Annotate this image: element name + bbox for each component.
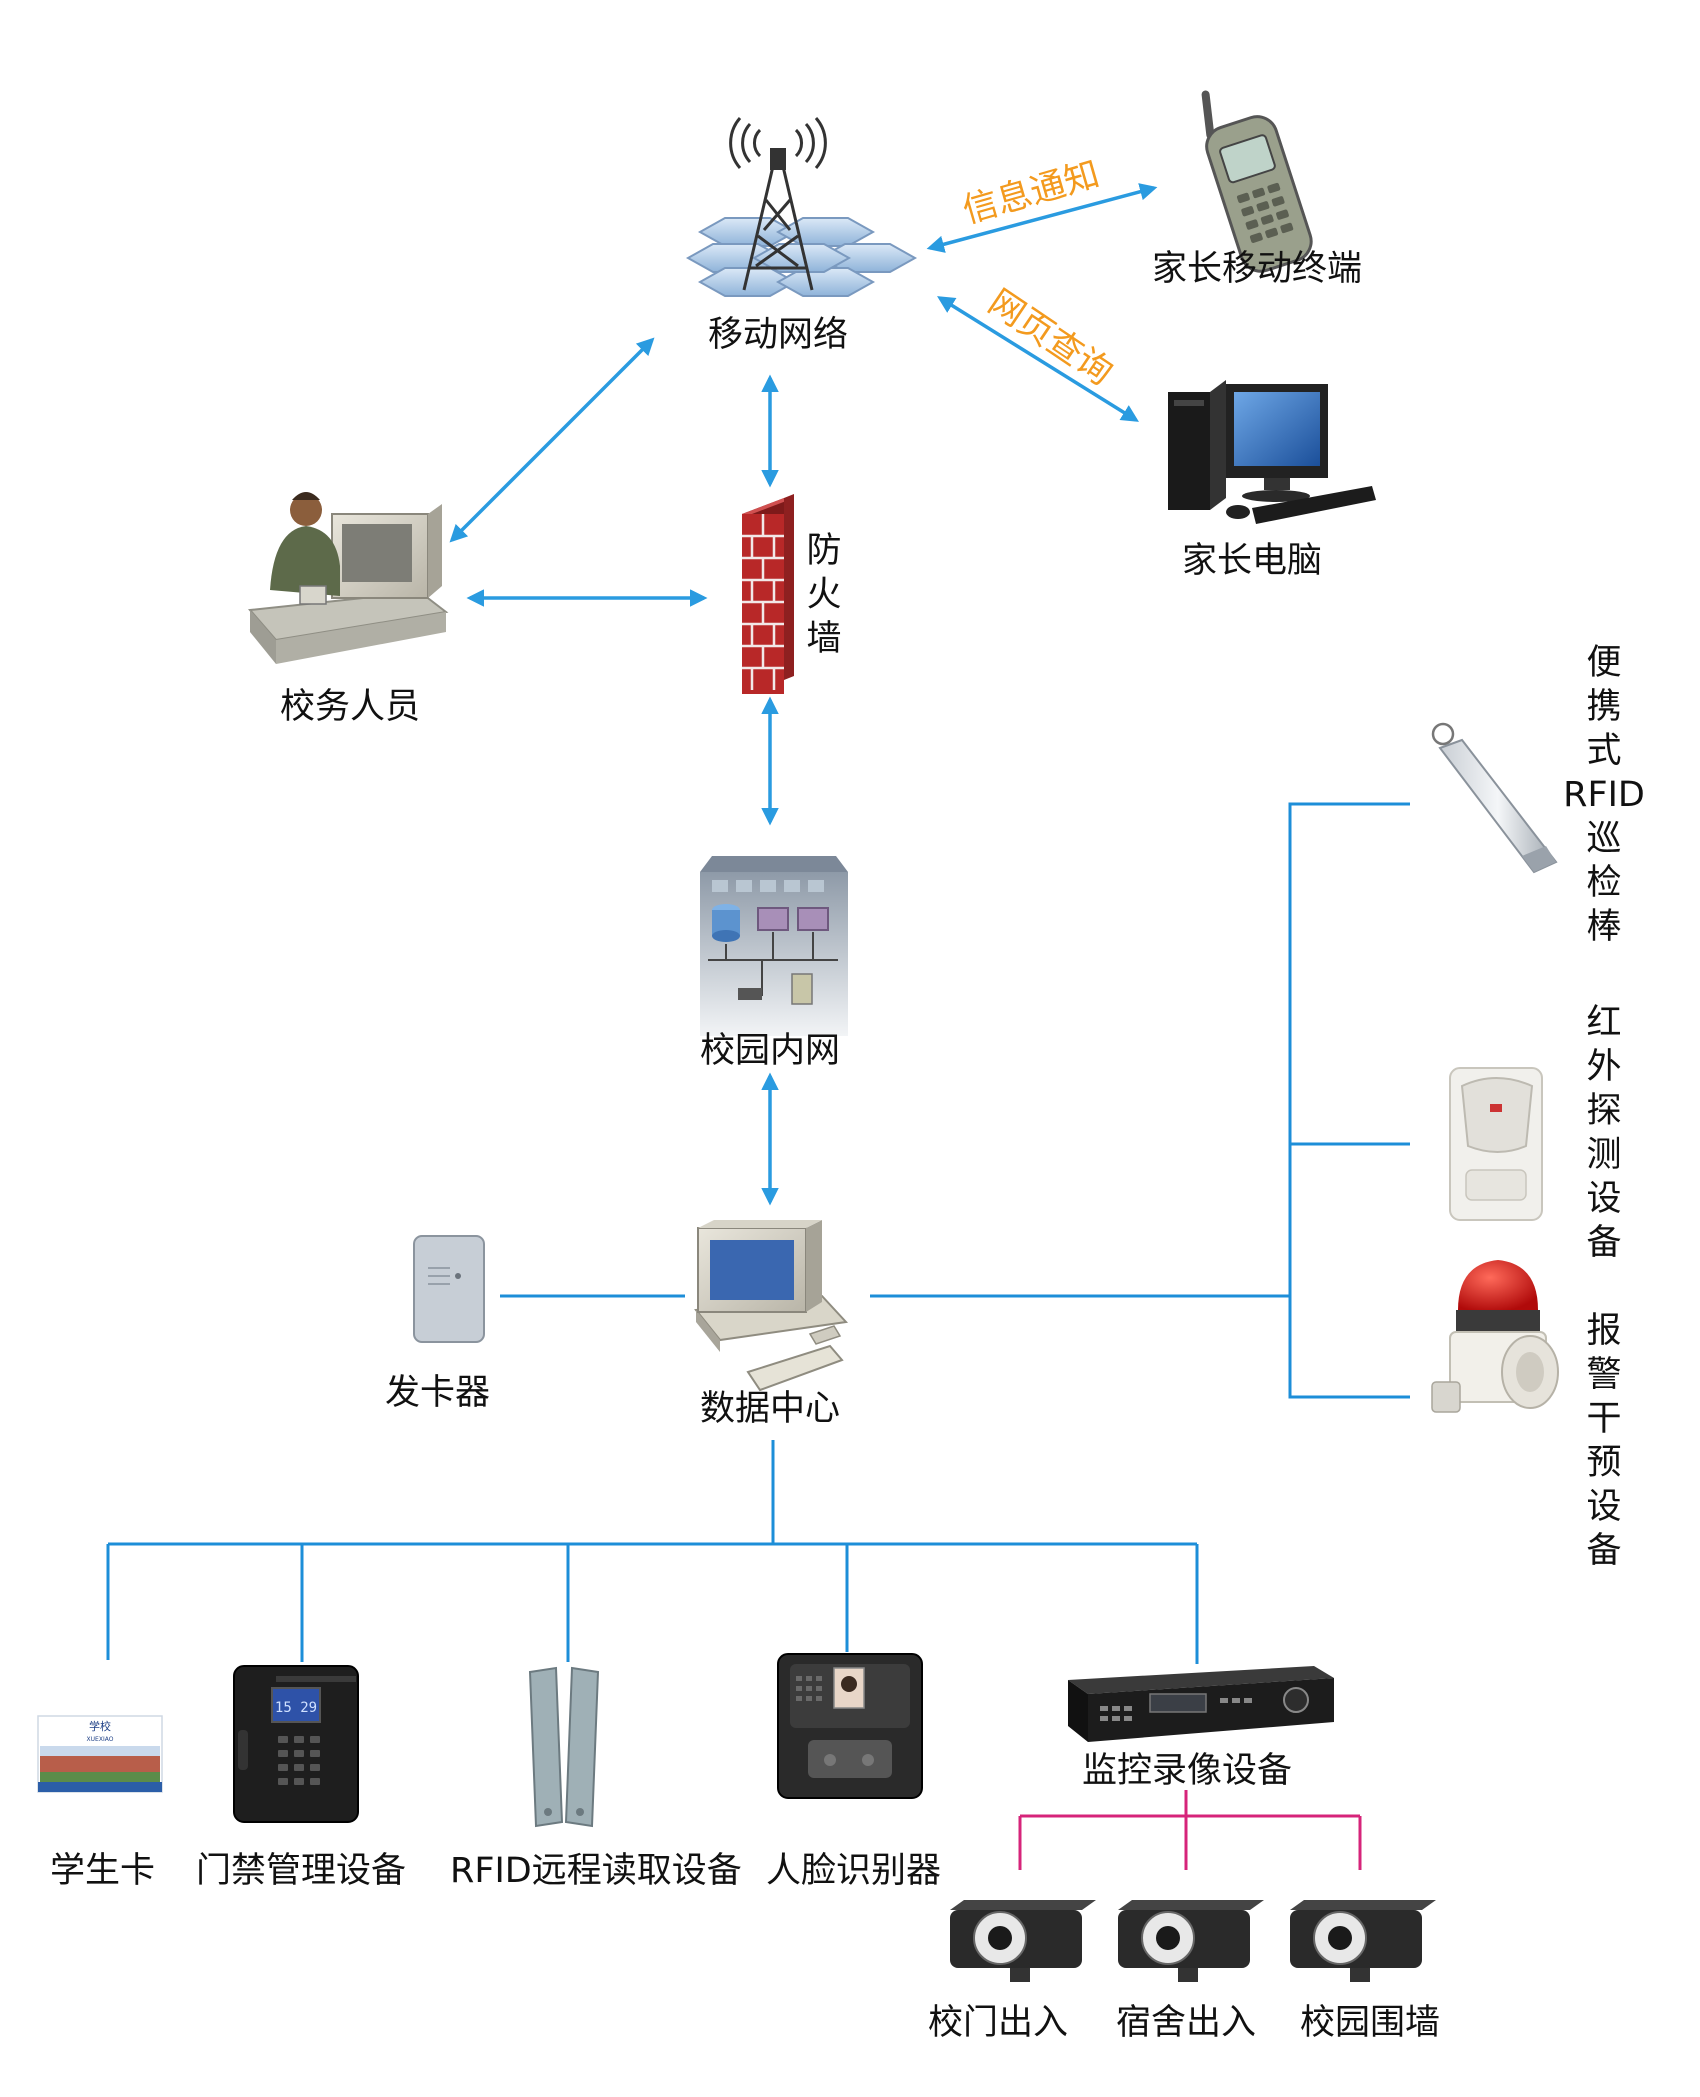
security-camera-icon-wall: [1290, 1900, 1436, 1982]
label-alarm-3: 干: [1586, 1399, 1621, 1439]
label-firewall-char-2: 火: [806, 575, 841, 615]
arrow-network-pc: [937, 296, 1139, 422]
label-infrared-1: 红: [1586, 1003, 1621, 1043]
label-infrared-4: 测: [1586, 1135, 1621, 1175]
label-alarm-6: 备: [1586, 1531, 1621, 1571]
label-firewall-char-1: 防: [806, 531, 841, 571]
security-camera-icon-dorm: [1118, 1900, 1264, 1982]
label-camera-gate: 校门出入: [928, 2003, 1068, 2043]
label-alarm-1: 报: [1586, 1311, 1621, 1351]
label-face-recognition: 人脸识别器: [766, 1851, 941, 1891]
alarm-siren-icon: [1431, 1260, 1559, 1413]
arrow-network-mobile: [926, 183, 1158, 253]
video-recorder-icon: [1068, 1666, 1334, 1742]
arrows: [449, 183, 1158, 1206]
rfid-patrol-stick-icon: [1431, 722, 1558, 874]
label-video-recorder: 监控录像设备: [1082, 1751, 1292, 1791]
label-alarm-2: 警: [1586, 1355, 1621, 1395]
label-camera-wall: 校园围墙: [1300, 2003, 1440, 2043]
label-rfid-patrol-2: 携: [1586, 687, 1621, 727]
label-parent-mobile: 家长移动终端: [1152, 249, 1362, 289]
label-campus-lan: 校园内网: [700, 1031, 840, 1071]
label-infrared-3: 探: [1586, 1091, 1621, 1131]
label-student-card: 学生卡: [50, 1851, 155, 1891]
label-rfid-patrol-5: 巡: [1586, 819, 1621, 859]
firewall-icon: [742, 494, 794, 694]
tower-icon: [685, 117, 918, 297]
label-rfid-patrol-3: 式: [1586, 731, 1621, 771]
student-card-subtitle: XUEXIAO: [87, 1736, 114, 1743]
student-card-title: 学校: [89, 1719, 111, 1733]
label-alarm-4: 预: [1586, 1443, 1621, 1483]
label-rfid-patrol-1: 便: [1586, 643, 1621, 683]
label-rfid-reader: RFID远程读取设备: [450, 1851, 742, 1891]
label-firewall-char-3: 墙: [806, 619, 841, 659]
label-parent-pc: 家长电脑: [1182, 541, 1322, 581]
face-recognition-icon: [777, 1653, 923, 1799]
security-camera-icon-gate: [950, 1900, 1096, 1982]
clock-display: 15 29: [275, 1700, 317, 1716]
label-access-control: 门禁管理设备: [196, 1851, 406, 1891]
desktop-computer-icon: [1168, 380, 1376, 524]
access-control-terminal-icon: 15 29: [233, 1665, 359, 1823]
label-rfid-patrol-6: 检: [1586, 863, 1621, 903]
arrow-staff-network: [449, 337, 655, 543]
label-data-center: 数据中心: [700, 1389, 840, 1429]
label-infrared-6: 备: [1586, 1223, 1621, 1263]
student-card-icon: 学校 XUEXIAO: [37, 1715, 163, 1793]
label-rfid-patrol-7: 棒: [1586, 907, 1621, 947]
infrared-detector-icon: [1449, 1067, 1543, 1221]
label-infrared-5: 设: [1586, 1179, 1621, 1219]
label-card-issuer: 发卡器: [385, 1373, 490, 1413]
mobile-phone-icon: [1201, 90, 1313, 273]
label-rfid-patrol-4: RFID: [1563, 775, 1645, 815]
label-camera-dorm: 宿舍出入: [1116, 2003, 1256, 2043]
label-infrared-2: 外: [1586, 1047, 1621, 1087]
label-alarm-5: 设: [1586, 1487, 1621, 1527]
connector-right-vertical: [1288, 802, 1410, 1399]
staff-workstation-icon: [247, 492, 449, 664]
campus-lan-building-icon: [700, 856, 848, 1036]
rfid-reader-icon: [528, 1666, 600, 1828]
connectors: [106, 802, 1410, 1870]
card-reader-icon: [413, 1235, 485, 1343]
label-mobile-network: 移动网络: [708, 315, 848, 355]
label-staff: 校务人员: [280, 687, 420, 727]
data-center-computer-icon: [694, 1220, 849, 1392]
